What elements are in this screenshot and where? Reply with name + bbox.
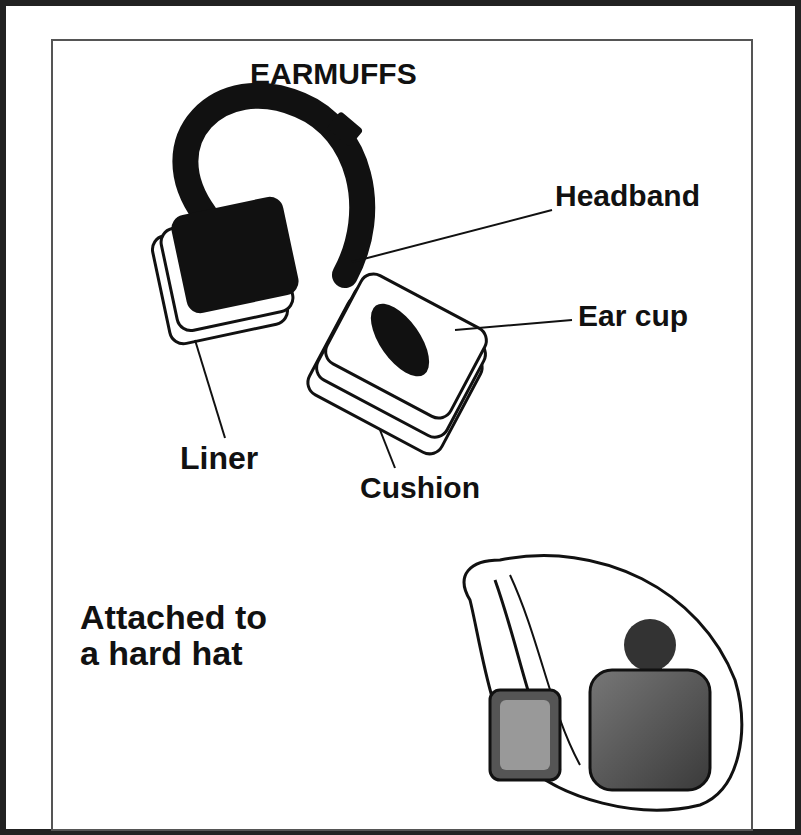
leader-line [195, 340, 225, 438]
part-label: Ear cup [578, 300, 688, 332]
headband-adjuster [326, 111, 363, 147]
left-ear-cup [150, 194, 301, 346]
leader-line [352, 210, 552, 262]
part-label: Liner [180, 442, 258, 476]
hard-hat [464, 556, 742, 810]
leader-line [380, 430, 395, 468]
right-ear-cup [303, 269, 491, 459]
part-label: Cushion [360, 472, 480, 504]
outer-frame [3, 3, 798, 832]
leader-line [455, 320, 572, 330]
title: EARMUFFS [250, 58, 417, 90]
inner-frame [52, 40, 752, 830]
note-label: Attached to a hard hat [80, 600, 270, 671]
part-label: Headband [555, 180, 700, 212]
